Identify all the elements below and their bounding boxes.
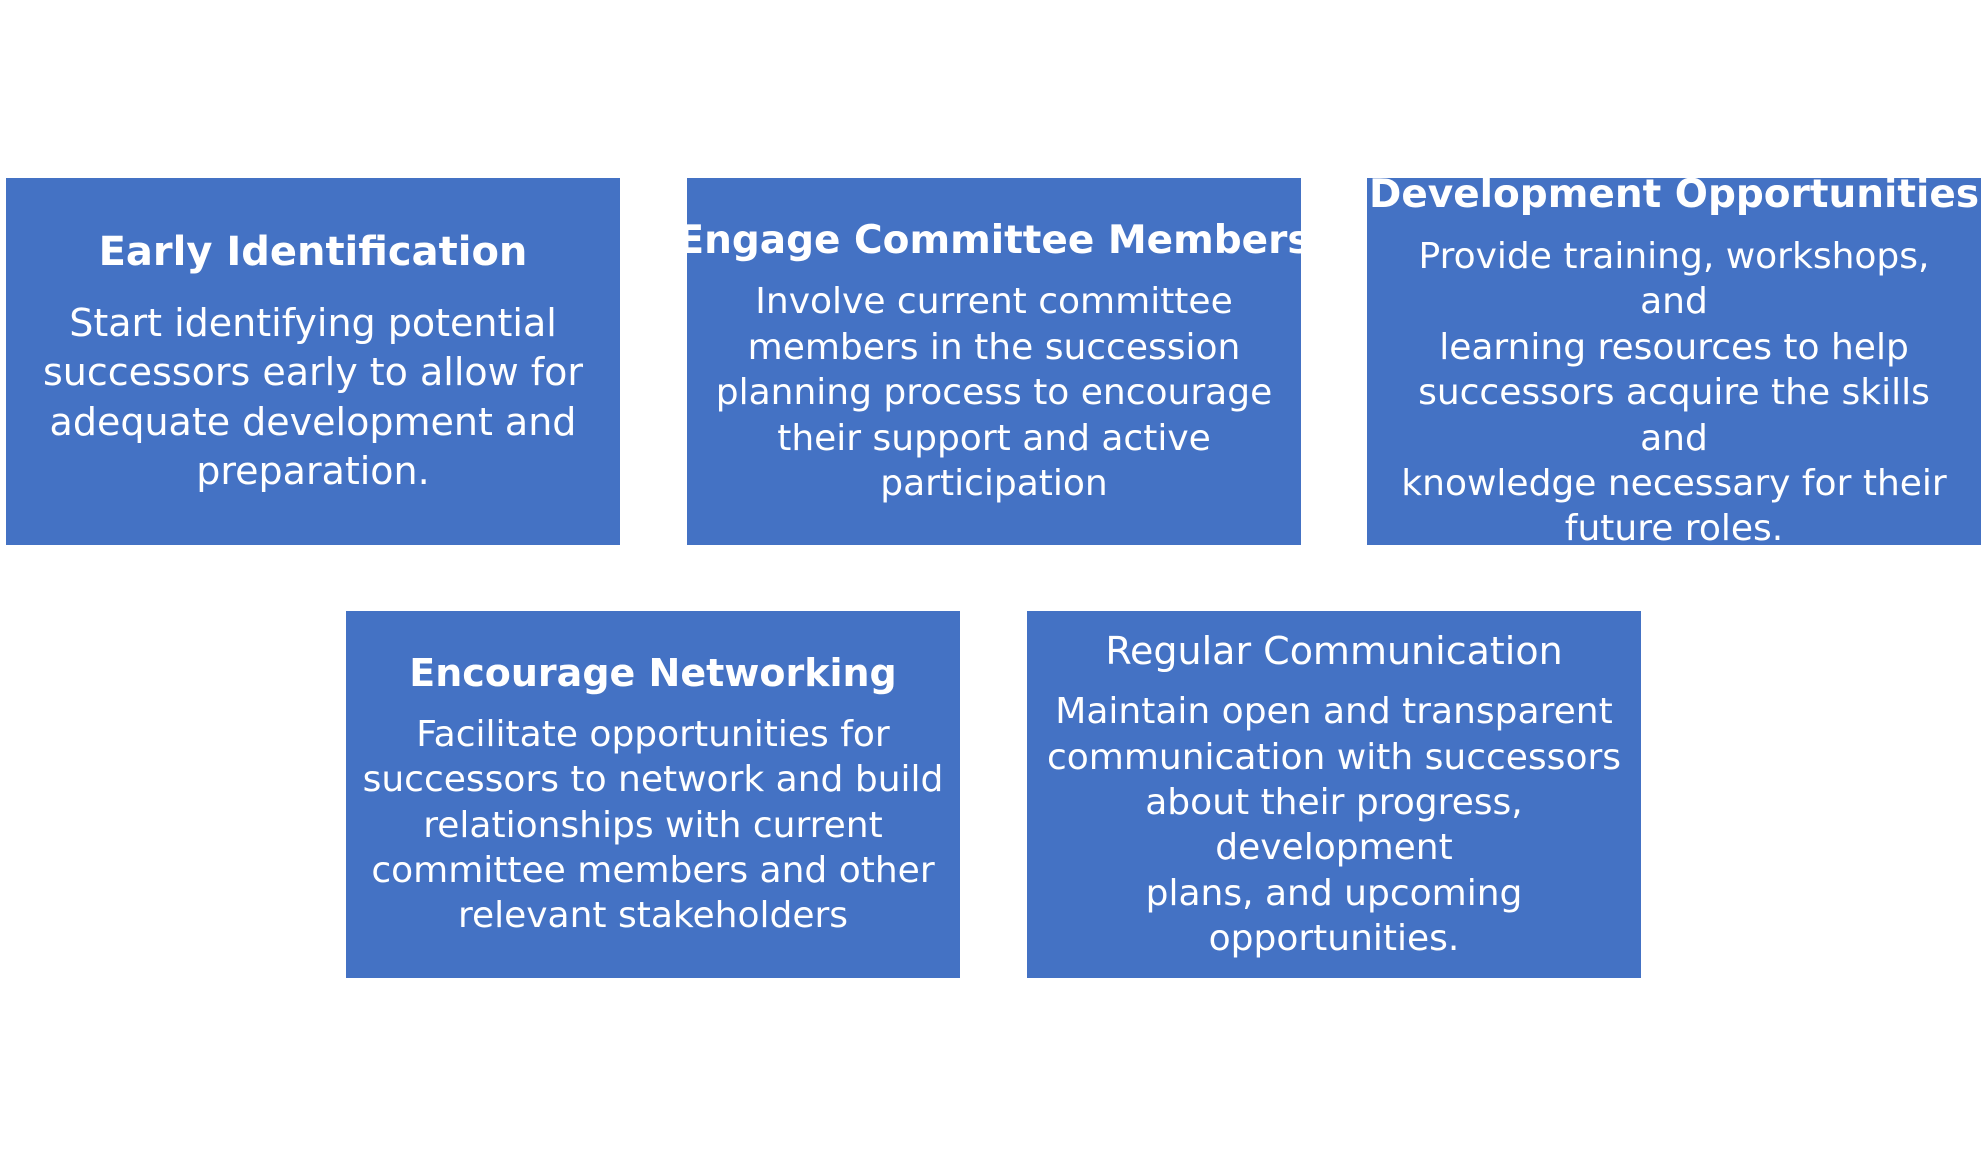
card-regular-communication: Regular Communication Maintain open and … (1027, 611, 1641, 978)
card-line: relevant stakeholders (457, 895, 849, 937)
card-line: future roles. (1564, 508, 1784, 550)
card-title: Regular Communication (1105, 628, 1563, 673)
card-title: Early Identification (98, 228, 528, 275)
card-line: adequate development and (49, 399, 577, 444)
card-line: participation (880, 462, 1108, 504)
card-early-identification: Early Identification Start identifying p… (6, 178, 620, 545)
card-line: about their progress, development (1145, 781, 1523, 869)
card-description: Start identifying potential successors e… (43, 299, 583, 497)
card-line: Provide training, workshops, and (1418, 236, 1930, 323)
card-title: Development Opportunities (1368, 172, 1980, 218)
card-line: knowledge necessary for their (1401, 462, 1947, 504)
card-line: Involve current committee (755, 281, 1233, 323)
card-line: learning resources to help (1439, 326, 1909, 368)
card-title: Encourage Networking (409, 651, 897, 696)
card-line: successors early to allow for (42, 350, 584, 395)
card-line: Maintain open and transparent (1055, 691, 1613, 733)
card-description: Maintain open and transparent communicat… (1039, 689, 1629, 961)
card-line: successors acquire the skills and (1418, 372, 1930, 459)
card-line: planning process to encourage (715, 372, 1273, 414)
card-encourage-networking: Encourage Networking Facilitate opportun… (346, 611, 960, 978)
card-line: members in the succession (747, 326, 1241, 368)
card-description: Provide training, workshops, and learnin… (1379, 234, 1969, 552)
card-development-opportunities: Development Opportunities Provide traini… (1367, 172, 1981, 549)
card-description: Facilitate opportunities for successors … (363, 712, 944, 939)
card-line: their support and active (777, 417, 1211, 459)
card-engage-committee-members: Engage Committee Members Involve current… (677, 178, 1311, 545)
card-line: Start identifying potential (69, 300, 557, 345)
card-line: relationships with current (423, 804, 883, 846)
card-line: plans, and upcoming (1145, 872, 1523, 914)
card-line: successors to network and build (362, 759, 944, 801)
card-title: Engage Committee Members (677, 217, 1311, 263)
card-line: opportunities. (1208, 917, 1460, 959)
card-line: committee members and other (371, 849, 935, 891)
card-line: Facilitate opportunities for (416, 713, 890, 755)
card-line: preparation. (196, 448, 430, 493)
card-description: Involve current committee members in the… (716, 279, 1273, 506)
card-line: communication with successors (1046, 736, 1622, 778)
